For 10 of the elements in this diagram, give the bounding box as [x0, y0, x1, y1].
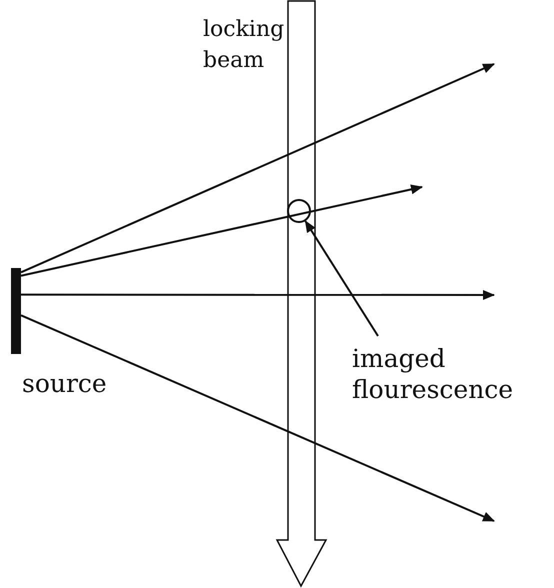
fluorescence-circle: [287, 199, 311, 223]
ray-arrow: [20, 63, 495, 274]
source-label: source: [22, 368, 107, 399]
leader-line: [304, 220, 379, 337]
ray-arrow: [20, 184, 423, 277]
source-bar: [11, 268, 21, 354]
ray-arrow: [20, 314, 495, 522]
ray-arrow: [21, 290, 495, 300]
callout-text: imaged flourescence: [352, 343, 552, 413]
beam-label: locking beam: [203, 16, 285, 75]
